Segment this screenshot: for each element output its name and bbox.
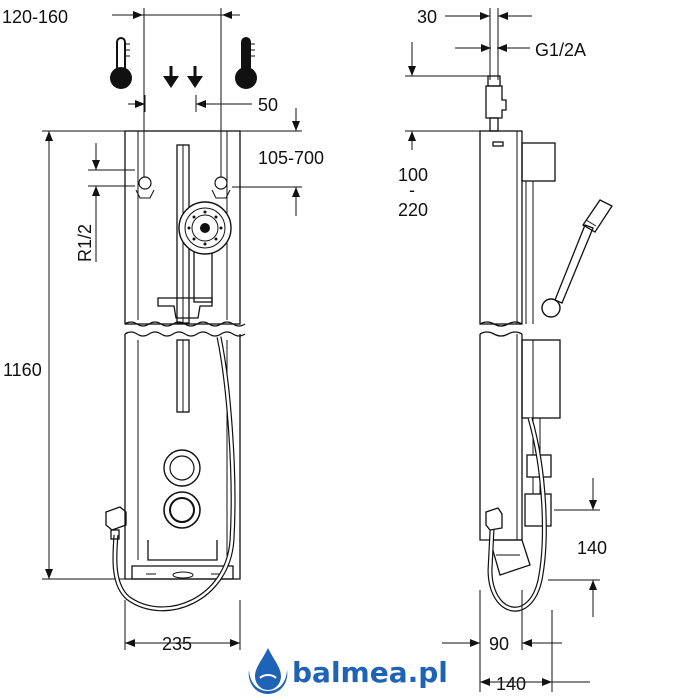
side-view: 30 G1/2A 100 - 220 [398,7,613,694]
dim-side-depth-bottom: 220 [398,200,428,220]
brand-logo: balmea.pl [248,648,448,694]
control-knob-lower [163,491,201,529]
front-view: 120-160 50 [2,7,324,654]
dim-side-depth-dash: - [409,180,415,200]
dim-inlet-spacing: 50 [258,95,278,115]
control-knob-upper [163,449,201,487]
dim-total-height: 1160 [3,360,42,380]
cold-thermometer-icon [110,37,132,89]
dim-outlet-height: 140 [577,538,607,558]
shower-head [178,201,232,303]
dim-side-depth-top: 100 [398,165,428,185]
hot-thermometer-icon [235,37,257,89]
hand-shower-side [541,199,613,318]
dim-thread-size: R1/2 [75,224,95,262]
inlet-right [211,176,231,199]
dim-side-top-offset: 30 [417,7,437,27]
dim-side-depth-total: 140 [496,674,526,694]
dim-side-depth-panel: 90 [489,634,509,654]
dim-connector: G1/2A [535,40,586,60]
side-connector-valve [485,75,507,132]
dim-base-width: 235 [162,634,192,654]
down-arrow-icon [163,66,203,88]
inlet-left [135,176,155,199]
dim-top-offset: 105-700 [258,148,324,168]
brand-name: balmea.pl [292,656,448,689]
dim-top-width: 120-160 [2,7,68,27]
